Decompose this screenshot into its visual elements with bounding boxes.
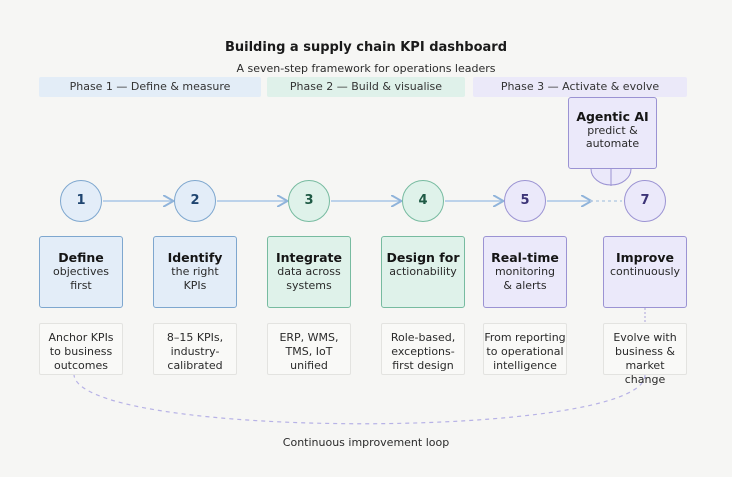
step-5-circle: 5 <box>504 180 546 222</box>
step-5-sub-2: & alerts <box>503 278 547 292</box>
agentic-ai-sub-2: automate <box>585 137 640 150</box>
step-3-title: Integrate <box>275 250 342 265</box>
step-1-circle: 1 <box>60 180 102 222</box>
step-2-circle: 2 <box>174 180 216 222</box>
step-3-desc-line-1: ERP, WMS, <box>279 331 339 344</box>
step-7-desc-line-3: market change <box>624 359 666 386</box>
step-4-circle: 4 <box>402 180 444 222</box>
diagram-subtitle: A seven-step framework for operations le… <box>236 62 496 75</box>
step-7-desc-line-2: business & <box>614 345 676 358</box>
step-5-description: From reporting to operational intelligen… <box>483 323 567 375</box>
step-5-title: Real-time <box>491 250 559 265</box>
step-1-desc-line-3: outcomes <box>53 359 108 372</box>
step-5-sub-1: monitoring <box>494 265 556 278</box>
step-5-desc-line-3: intelligence <box>493 359 557 372</box>
step-2-desc-line-3: calibrated <box>167 359 223 372</box>
loop-label: Continuous improvement loop <box>282 436 450 449</box>
step-3-description: ERP, WMS, TMS, IoT unified <box>267 323 351 375</box>
step-4-desc-line-3: first design <box>392 359 454 372</box>
step-7-circle: 7 <box>624 180 666 222</box>
step-1-desc-line-2: to business <box>49 345 113 358</box>
step-1-description: Anchor KPIs to business outcomes <box>39 323 123 375</box>
step-1-sub-2: first <box>70 278 92 292</box>
step-1-sub-1: objectives <box>53 265 109 278</box>
step-4-description: Role-based, exceptions- first design <box>381 323 465 375</box>
step-5-card: Real-time monitoring & alerts <box>483 236 567 308</box>
step-1-desc-line-1: Anchor KPIs <box>48 331 114 344</box>
step-3-desc-line-2: TMS, IoT <box>285 345 333 358</box>
step-7-desc-line-1: Evolve with <box>613 331 677 344</box>
agentic-ai-box: Agentic AI predict & automate <box>568 97 657 169</box>
phase-3-banner: Phase 3 — Activate & evolve <box>473 77 687 97</box>
step-5-desc-line-1: From reporting <box>484 331 566 344</box>
step-4-card: Design for actionability <box>381 236 465 308</box>
diagram-title: Building a supply chain KPI dashboard <box>224 40 507 55</box>
step-1-card: Define objectives first <box>39 236 123 308</box>
step-2-desc-line-1: 8–15 KPIs, <box>166 331 224 344</box>
step-2-sub-2: KPIs <box>183 278 207 292</box>
step-3-desc-line-3: unified <box>290 359 328 372</box>
agentic-ai-sub-1: predict & <box>587 124 638 137</box>
step-7-sub-1: continuously <box>609 265 681 278</box>
step-7-description: Evolve with business & market change <box>603 323 687 386</box>
phase-2-banner: Phase 2 — Build & visualise <box>267 77 465 97</box>
step-2-sub-1: the right <box>171 265 219 278</box>
step-2-desc-line-2: industry- <box>170 345 220 358</box>
step-7-title: Improve <box>615 250 674 265</box>
agentic-ai-title: Agentic AI <box>576 109 649 124</box>
step-3-sub-1: data across <box>277 265 341 278</box>
step-4-desc-line-1: Role-based, <box>390 331 456 344</box>
step-2-description: 8–15 KPIs, industry- calibrated <box>153 323 237 375</box>
improvement-loop <box>73 374 646 425</box>
step-4-title: Design for <box>386 250 460 265</box>
step-5-desc-line-2: to operational <box>486 345 564 358</box>
step-3-sub-2: systems <box>286 278 332 292</box>
step-2-card: Identify the right KPIs <box>153 236 237 308</box>
step-7-card: Improve continuously <box>603 236 687 308</box>
step-4-sub-1: actionability <box>389 265 457 278</box>
step-3-card: Integrate data across systems <box>267 236 351 308</box>
step-3-circle: 3 <box>288 180 330 222</box>
step-2-title: Identify <box>167 250 223 265</box>
step-1-title: Define <box>58 250 104 265</box>
step-4-desc-line-2: exceptions- <box>391 345 455 358</box>
phase-1-banner: Phase 1 — Define & measure <box>39 77 261 97</box>
